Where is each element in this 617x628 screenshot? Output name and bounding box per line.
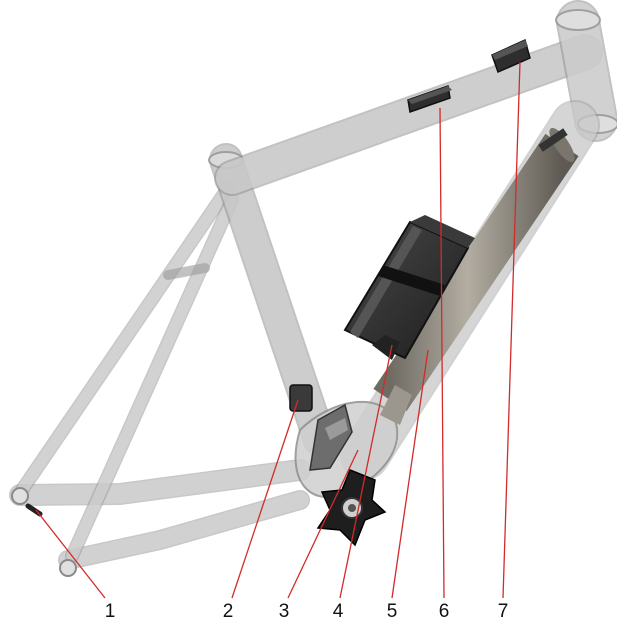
- leader-line-5: [391, 349, 429, 599]
- top-tube: [214, 34, 603, 196]
- callout-label-6: 6: [439, 601, 450, 622]
- bike-frame: [9, 0, 617, 577]
- lower-chainstay: [58, 490, 310, 570]
- callout-label-5: 5: [387, 601, 398, 622]
- sensor-box: [289, 384, 313, 412]
- leader-line-4: [339, 344, 393, 599]
- leader-line-6: [439, 107, 445, 599]
- control-unit: [491, 38, 531, 74]
- battery-sleeve-tube: [373, 127, 579, 425]
- callout-label-2: 2: [223, 601, 234, 622]
- motor-mount: [309, 403, 353, 471]
- callout-label-4: 4: [333, 601, 344, 622]
- leader-line-3: [287, 449, 359, 599]
- callout-labels: 1 2 3 4 5 6 7: [105, 601, 509, 622]
- chainstay: [9, 459, 311, 506]
- leader-lines: [35, 61, 521, 599]
- rear-dropout-lower: [59, 559, 77, 577]
- callout-label-7: 7: [498, 601, 509, 622]
- leader-line-7: [502, 61, 521, 599]
- seat-stays: [15, 181, 239, 563]
- leader-line-2: [231, 399, 299, 599]
- callout-label-1: 1: [105, 601, 116, 622]
- rear-dropout-upper: [11, 487, 29, 505]
- leader-line-1: [35, 509, 106, 599]
- display-module: [407, 84, 452, 114]
- callout-label-3: 3: [279, 601, 290, 622]
- battery-pack: [343, 215, 475, 360]
